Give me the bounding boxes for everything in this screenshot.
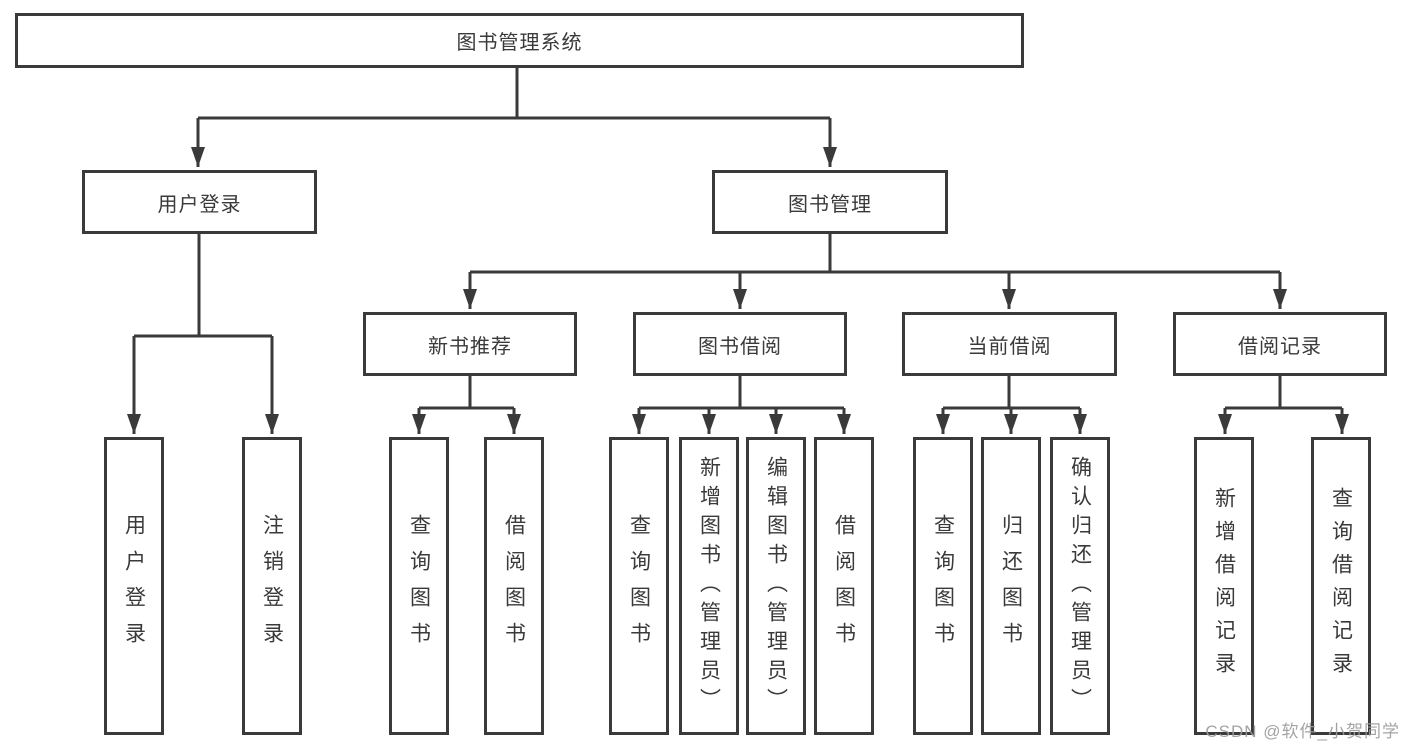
leaf-borrow-books-recommend-label: 借阅图书 <box>502 514 526 658</box>
node-new-book-recommend-label: 新书推荐 <box>428 335 512 358</box>
leaf-borrow-books-borrowing: 借阅图书 <box>814 437 874 735</box>
node-book-borrowing: 图书借阅 <box>633 312 847 376</box>
node-book-management: 图书管理 <box>712 170 948 234</box>
leaf-add-borrow-record: 新增借阅记录 <box>1194 437 1254 735</box>
leaf-add-borrow-record-label: 新增借阅记录 <box>1212 487 1236 685</box>
leaf-add-books-admin: 新增图书（管理员） <box>679 437 739 735</box>
leaf-add-books-admin-label: 新增图书（管理员） <box>697 455 721 717</box>
leaf-user-login-label: 用户登录 <box>122 514 146 658</box>
leaf-query-books-borrowing: 查询图书 <box>609 437 669 735</box>
node-library-system: 图书管理系统 <box>15 13 1024 68</box>
leaf-borrow-books-recommend: 借阅图书 <box>484 437 544 735</box>
connector-borrow-trunk <box>639 376 844 410</box>
leaf-confirm-return-admin-label: 确认归还（管理员） <box>1068 455 1092 717</box>
leaf-query-books-recommend-label: 查询图书 <box>407 514 431 658</box>
node-user-login-group: 用户登录 <box>82 170 317 234</box>
leaf-return-books: 归还图书 <box>981 437 1041 735</box>
node-current-borrowing: 当前借阅 <box>902 312 1117 376</box>
leaf-edit-books-admin-label: 编辑图书（管理员） <box>764 455 788 717</box>
leaf-borrow-books-borrowing-label: 借阅图书 <box>832 514 856 658</box>
node-user-login-group-label: 用户登录 <box>157 193 242 216</box>
leaf-edit-books-admin: 编辑图书（管理员） <box>746 437 806 735</box>
connector-root-trunk <box>198 68 830 120</box>
leaf-return-books-label: 归还图书 <box>999 514 1023 658</box>
node-new-book-recommend: 新书推荐 <box>363 312 577 376</box>
connector-user-trunk <box>134 234 272 338</box>
leaf-query-books-current-label: 查询图书 <box>931 514 955 658</box>
leaf-logout: 注销登录 <box>242 437 302 735</box>
leaf-query-borrow-record-label: 查询借阅记录 <box>1329 487 1353 685</box>
leaf-query-books-borrowing-label: 查询图书 <box>627 514 651 658</box>
connector-current-trunk <box>943 376 1080 410</box>
leaf-logout-label: 注销登录 <box>260 514 284 658</box>
node-borrow-records-label: 借阅记录 <box>1238 335 1322 358</box>
leaf-query-books-current: 查询图书 <box>913 437 973 735</box>
node-book-borrowing-label: 图书借阅 <box>698 335 782 358</box>
leaf-query-books-recommend: 查询图书 <box>389 437 449 735</box>
leaf-confirm-return-admin: 确认归还（管理员） <box>1050 437 1110 735</box>
node-book-management-label: 图书管理 <box>788 193 872 216</box>
node-borrow-records: 借阅记录 <box>1173 312 1387 376</box>
leaf-query-borrow-record: 查询借阅记录 <box>1311 437 1371 735</box>
node-current-borrowing-label: 当前借阅 <box>967 335 1052 358</box>
node-library-system-label: 图书管理系统 <box>456 32 583 54</box>
csdn-watermark: CSDN @软件_小贺同学 <box>1205 722 1400 741</box>
connector-mgmt-trunk <box>470 234 1280 274</box>
connector-newbook-trunk <box>419 376 514 410</box>
leaf-user-login: 用户登录 <box>104 437 164 735</box>
connector-records-trunk <box>1225 376 1342 410</box>
